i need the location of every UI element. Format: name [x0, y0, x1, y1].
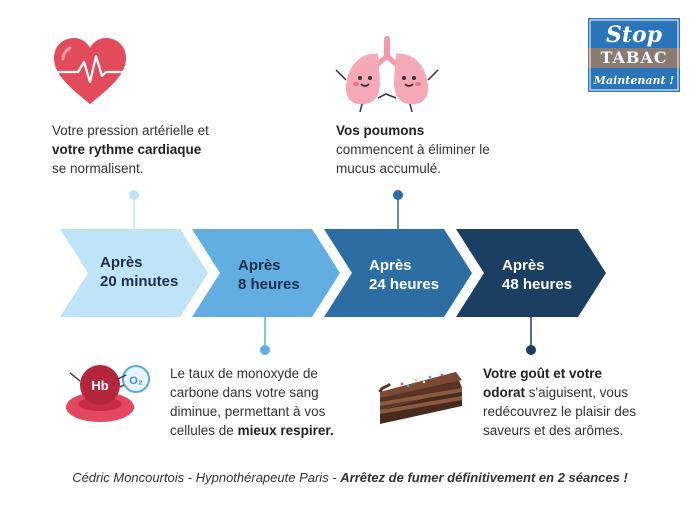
- step-arrow-2: [192, 229, 340, 317]
- taste-text-bold-2: odorat: [483, 385, 525, 400]
- connector-dot-3: [393, 190, 403, 200]
- connector-dot-2: [260, 345, 270, 355]
- blood-cells-icon: Hb O₂: [60, 357, 160, 432]
- blood-text-bold: mieux respirer.: [237, 423, 334, 438]
- lungs-text-2: mucus accumulé.: [336, 161, 442, 176]
- heart-text-2: se normalisent.: [52, 161, 144, 176]
- lungs-icon: [332, 34, 442, 119]
- taste-text-bold-1: Votre goût et votre: [483, 366, 603, 381]
- connector-dot-1: [129, 190, 139, 200]
- hb-label: Hb: [91, 378, 108, 393]
- lungs-text-bold: Vos poumons: [336, 123, 425, 138]
- heart-text-bold: votre rythme cardiaque: [52, 142, 202, 157]
- logo-line2: TABAC: [600, 48, 667, 67]
- step-arrow-3: [324, 229, 472, 317]
- footer-credit: Cédric Moncourtois - Hypnothérapeute Par…: [0, 470, 700, 485]
- logo-line3: Maintenant !: [593, 74, 675, 87]
- blood-text-3: diminue, permettant à vos: [170, 404, 326, 419]
- blood-text-1: Le taux de monoxyde de: [170, 366, 318, 381]
- step-arrow-1: [60, 229, 208, 317]
- heart-info: Votre pression artérielle et votre rythm…: [52, 121, 282, 178]
- heart-icon: [48, 34, 132, 113]
- lungs-info: Vos poumons commencent à éliminer le muc…: [336, 121, 566, 178]
- taste-text-3: saveurs et des arômes.: [483, 423, 624, 438]
- taste-info: Votre goût et votre odorat s'aiguisent, …: [483, 364, 683, 440]
- footer-bold: Arrêtez de fumer définitivement en 2 séa…: [340, 470, 628, 485]
- lungs-text-1: commencent à éliminer le: [336, 142, 490, 157]
- footer-text: Cédric Moncourtois - Hypnothérapeute Par…: [72, 470, 341, 485]
- blood-info: Le taux de monoxyde de carbone dans votr…: [170, 364, 360, 440]
- blood-text-4: cellules de: [170, 423, 234, 438]
- heart-text-1: Votre pression artérielle et: [52, 123, 209, 138]
- stop-tabac-logo: Stop TABAC Maintenant !: [588, 18, 680, 92]
- step-arrow-4: [456, 229, 606, 317]
- taste-text-1: s'aiguisent, vous: [528, 385, 629, 400]
- o2-label: O₂: [129, 375, 143, 387]
- connector-dot-4: [526, 345, 536, 355]
- cake-icon: [372, 366, 470, 433]
- taste-text-2: redécouvrez le plaisir des: [483, 404, 637, 419]
- blood-text-2: carbone dans votre sang: [170, 385, 319, 400]
- logo-line1: Stop: [606, 22, 663, 48]
